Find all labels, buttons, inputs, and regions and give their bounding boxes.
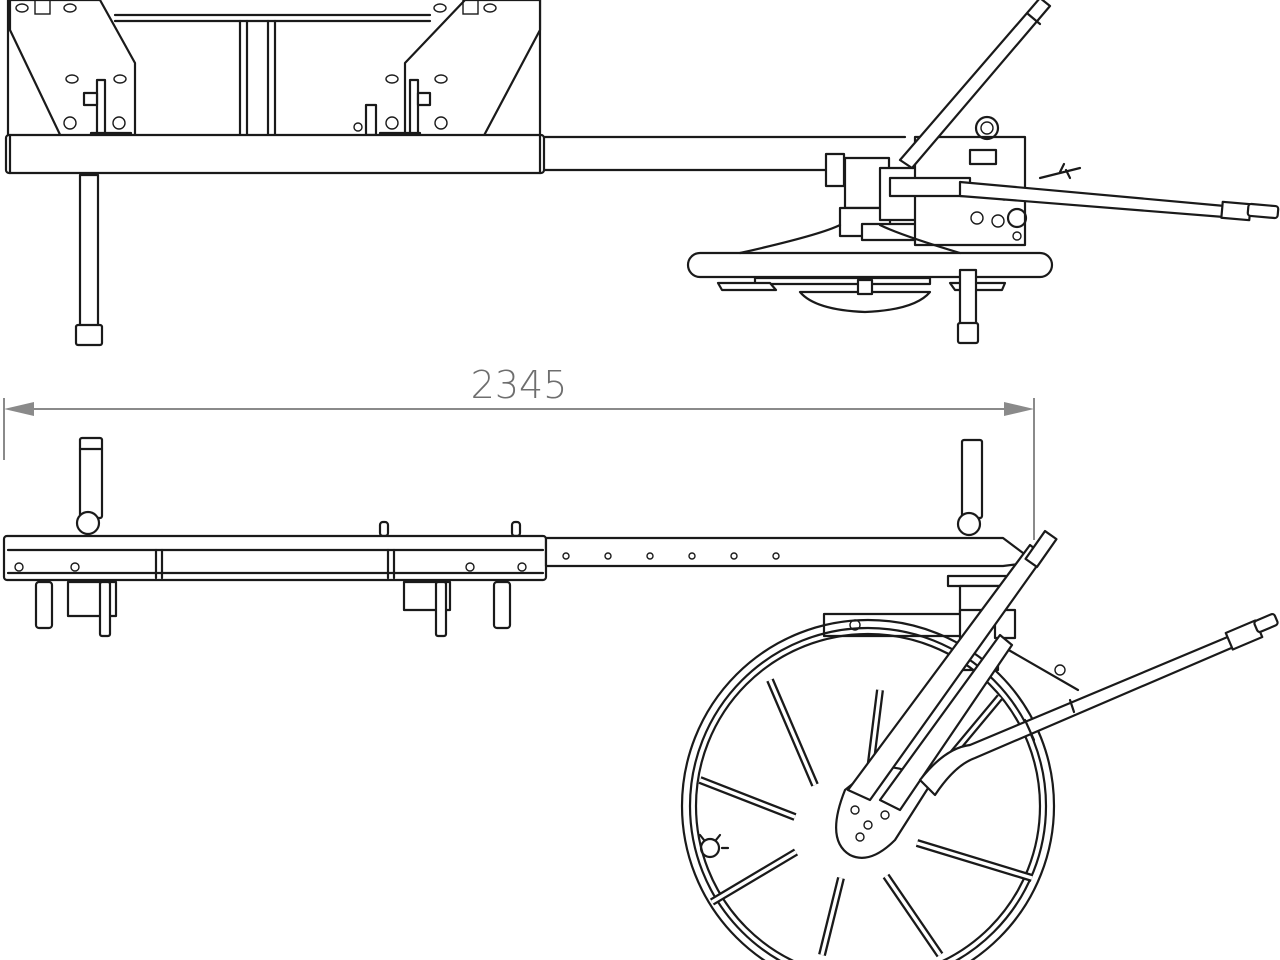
dimension-2345: 2345: [3, 363, 1035, 540]
drawbar-holes: [562, 552, 780, 560]
top-view: [4, 0, 1280, 347]
side-view: [2, 436, 1279, 960]
dimension-label: 2345: [471, 363, 568, 407]
